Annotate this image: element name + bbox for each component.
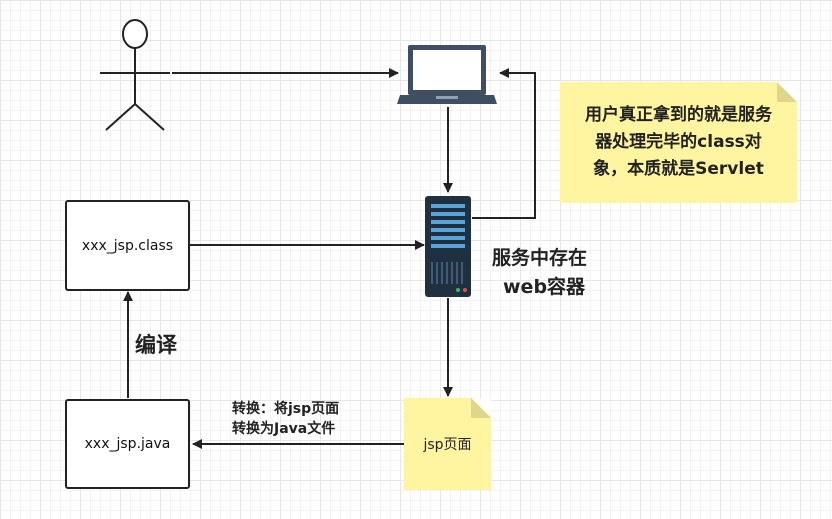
- servlet-note-text: 用户真正拿到的就是服务器处理完毕的class对象，本质就是Servlet: [585, 105, 772, 179]
- note-fold-shade: [471, 398, 491, 418]
- arrow-server-to-laptop: [472, 68, 536, 219]
- jsp-page-label: jsp页面: [423, 437, 472, 453]
- class-file-label: xxx_jsp.class: [81, 237, 174, 254]
- laptop-icon: [397, 45, 497, 104]
- jsp-page-note: jsp页面: [404, 398, 491, 490]
- convert-label-line2: 转换为Java文件: [232, 421, 336, 437]
- server-label-line1: 服务中存在: [492, 247, 588, 269]
- stick-figure-icon: [100, 19, 170, 131]
- class-file-box: xxx_jsp.class: [65, 200, 190, 291]
- servlet-note: 用户真正拿到的就是服务器处理完毕的class对象，本质就是Servlet: [560, 82, 797, 203]
- convert-label-line1: 转换：将jsp页面: [232, 401, 340, 417]
- java-file-label: xxx_jsp.java: [84, 436, 171, 452]
- compile-label: 编译: [135, 333, 177, 357]
- java-file-box: xxx_jsp.java: [65, 399, 190, 489]
- server-rack-icon: [425, 196, 471, 297]
- server-label-line2: web容器: [503, 276, 586, 298]
- note-fold-shade: [777, 82, 797, 102]
